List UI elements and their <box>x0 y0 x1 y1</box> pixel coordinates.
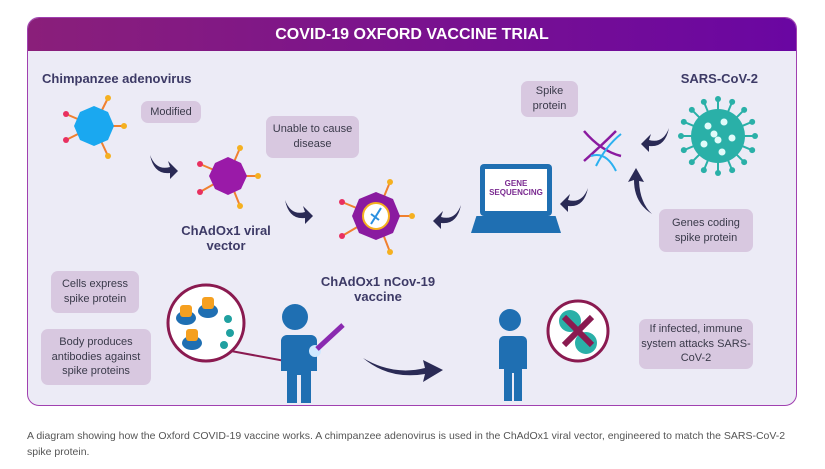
gene-label: GENE <box>504 179 528 188</box>
arrow-up-icon <box>628 168 652 214</box>
arrow-left-icon <box>433 205 461 229</box>
coronavirus-icon <box>678 96 758 176</box>
laptop-base <box>471 216 561 233</box>
arrow-left-icon <box>560 188 588 212</box>
sequencing-label: SEQUENCING <box>489 188 543 197</box>
spike-protein-box: Spike protein <box>521 81 578 117</box>
virus-blocked-icon <box>546 299 610 363</box>
person-protected-icon <box>498 309 527 401</box>
body-produces-box: Body produces antibodies against spike p… <box>41 329 151 385</box>
caption: A diagram showing how the Oxford COVID-1… <box>27 430 786 458</box>
vaccine-virus-icon <box>339 179 415 255</box>
unable-to-cause-disease-box: Unable to cause disease <box>266 116 359 158</box>
arrow-icon <box>285 200 313 224</box>
diagram-card: COVID-19 OXFORD VACCINE TRIAL Chimpanzee… <box>27 17 797 406</box>
sars-cov-2-label: SARS-CoV-2 <box>680 71 758 86</box>
chimp-adenovirus-label: Chimpanzee adenovirus <box>42 71 192 86</box>
long-arrow-icon <box>363 358 443 382</box>
person-vaccinated-icon <box>279 304 345 403</box>
arrow-icon <box>150 155 178 179</box>
viral-vector-icon <box>197 145 261 209</box>
diagram-title: COVID-19 OXFORD VACCINE TRIAL <box>28 18 796 51</box>
cells-express-box: Cells express spike protein <box>51 271 139 313</box>
adenovirus-icon <box>63 95 127 159</box>
modified-box: Modified <box>141 101 201 123</box>
immune-attack-box: If infected, immune system attacks SARS-… <box>639 319 753 369</box>
cells-zoom-icon <box>166 283 297 364</box>
genes-coding-box: Genes coding spike protein <box>659 209 753 252</box>
scissors-dna-icon <box>583 130 622 172</box>
arrow-left-icon <box>641 128 669 152</box>
